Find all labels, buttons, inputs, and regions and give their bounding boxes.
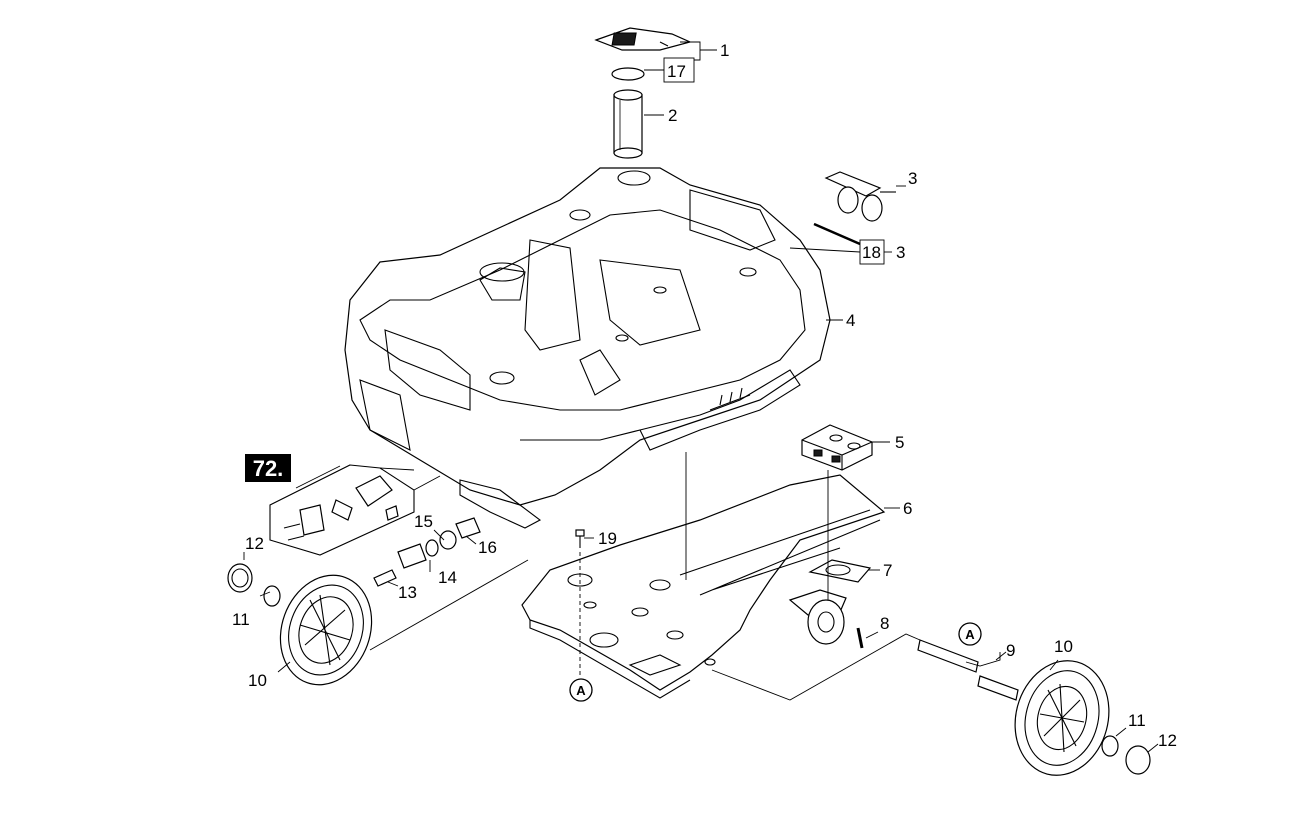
part-labels: 1 17 2 3 18 3 4 5 6 7 8 9 12 11 10 10 11… [232, 41, 1177, 750]
part-bracket-block [801, 424, 873, 471]
label-15: 15 [414, 512, 433, 531]
label-9: 9 [1006, 641, 1015, 660]
label-11-left: 11 [232, 610, 250, 629]
part-pin [856, 627, 864, 649]
part-left-hubcap [227, 563, 253, 593]
label-12-right: 12 [1158, 731, 1177, 750]
label-12-left: 12 [245, 534, 264, 553]
part-valve-subassembly [269, 464, 415, 556]
reference-marker-a-bottom: A [569, 678, 593, 702]
badge-text: 72. [253, 456, 284, 481]
label-11-right: 11 [1128, 711, 1146, 730]
part-screw [575, 529, 585, 548]
part-valve-13-14 [373, 517, 481, 587]
label-13: 13 [398, 583, 417, 602]
part-right-hubcap [1125, 745, 1151, 775]
part-right-wheel [1014, 660, 1110, 776]
part-castor-wheel [788, 559, 872, 645]
label-14: 14 [438, 568, 457, 587]
label-frame-17 [663, 57, 695, 83]
assembly-badge: 72. [245, 454, 291, 482]
label-1: 1 [720, 41, 729, 60]
part-cap [594, 27, 692, 51]
label-3b: 3 [896, 243, 905, 262]
part-filter-insert [613, 89, 643, 159]
part-left-wheel [279, 574, 373, 686]
label-2: 2 [668, 106, 677, 125]
part-axle [917, 639, 1019, 701]
label-8: 8 [880, 614, 889, 633]
label-17: 17 [667, 62, 686, 81]
reference-letter: A [576, 683, 586, 698]
label-16: 16 [478, 538, 497, 557]
label-7: 7 [883, 561, 892, 580]
label-18: 18 [862, 243, 881, 262]
part-hose-clip [824, 171, 896, 222]
label-3a: 3 [908, 169, 917, 188]
label-6: 6 [903, 499, 912, 518]
label-frame-18 [859, 239, 885, 265]
reference-letter: A [965, 627, 975, 642]
label-4: 4 [846, 311, 855, 330]
part-housing [344, 167, 831, 529]
part-right-washer [1101, 735, 1119, 757]
part-left-washer [263, 585, 281, 607]
part-rod [813, 222, 861, 246]
reference-marker-a-axle: A [958, 622, 982, 646]
label-10-right: 10 [1054, 637, 1073, 656]
label-10-left: 10 [248, 671, 267, 690]
part-o-ring [611, 67, 645, 81]
label-19: 19 [598, 529, 617, 548]
label-5: 5 [895, 433, 904, 452]
part-base-plate [521, 474, 886, 699]
leader-lines [243, 41, 1159, 753]
